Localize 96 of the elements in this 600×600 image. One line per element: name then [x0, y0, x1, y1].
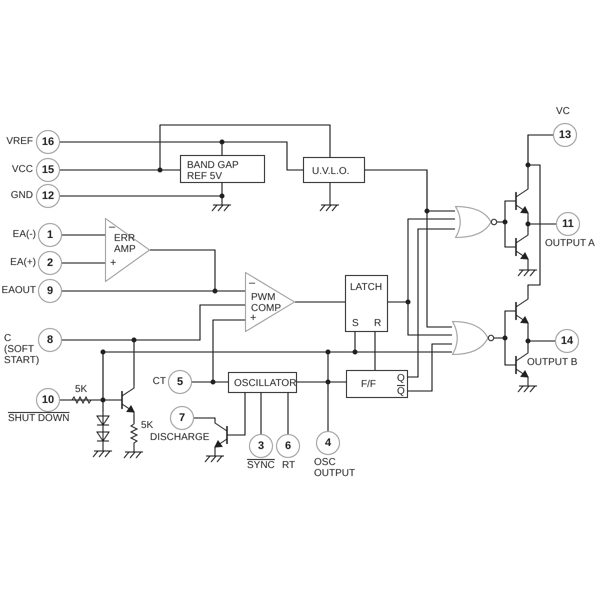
resistor-value: 5K: [75, 384, 88, 395]
wire: [62, 262, 105, 264]
pin-label: GND: [10, 190, 33, 201]
wire: [408, 343, 452, 392]
pin-circle: [555, 329, 579, 353]
input-sign: +: [250, 313, 256, 324]
pin-number: 2: [46, 258, 54, 269]
pin-circle: [36, 158, 60, 182]
pin-circle: [276, 434, 300, 458]
transistor-symbol: [116, 385, 134, 415]
pin-label: SYNC: [247, 460, 276, 471]
pin-circle: [168, 370, 192, 394]
wire: [133, 415, 135, 424]
wire: [60, 183, 223, 197]
wire: [527, 134, 553, 296]
pin-number: 13: [558, 130, 572, 141]
pin-label: EA(-): [12, 229, 36, 240]
pin-circle: [36, 184, 60, 208]
pin-label: SHUT DOWN: [8, 413, 70, 424]
pin-number: 8: [46, 335, 54, 346]
block-label: ERR AMP: [114, 233, 137, 255]
pin-label: DISCHARGE: [150, 432, 210, 443]
pin-circle: [170, 406, 194, 430]
transistor-symbol: [510, 186, 528, 216]
pin-number: 9: [46, 286, 54, 297]
pin-circle: [316, 431, 340, 455]
block-label: BAND GAP REF 5V: [187, 160, 240, 182]
pin-circle: [553, 123, 577, 147]
pin-circle: [38, 223, 62, 247]
input-sign: –: [109, 222, 116, 233]
pin-label: OUTPUT B: [527, 357, 578, 368]
pin-circle: [556, 212, 580, 236]
block-label: R: [374, 318, 382, 329]
pin-circle: [38, 279, 62, 303]
pin-circle: [38, 251, 62, 275]
pin-label: EA(+): [9, 257, 36, 268]
resistor-value: 5K: [141, 420, 154, 431]
block-label: LATCH: [350, 282, 382, 293]
pin-number: 14: [560, 336, 574, 347]
block-label: S: [352, 318, 359, 329]
pin-number: 7: [178, 413, 186, 424]
wire: [287, 393, 289, 434]
nor-gate-symbol: [455, 206, 497, 238]
pin-circle: [36, 130, 60, 154]
pin-number: 10: [40, 395, 56, 406]
wire: [194, 417, 216, 420]
pin-circle: [36, 388, 60, 412]
pin-circle: [249, 434, 273, 458]
pin-number: 12: [40, 191, 56, 202]
nor-gate-symbol: [452, 321, 494, 355]
amplifier-symbol: [245, 272, 295, 332]
block-box: [303, 157, 365, 183]
pin-label: OUTPUT A: [545, 238, 596, 249]
block-label: F/F: [361, 379, 376, 390]
pin-number: 16: [40, 137, 56, 148]
wire: [365, 169, 452, 328]
pin-number: 6: [284, 441, 292, 452]
amplifier-symbol: [105, 218, 150, 282]
pin-label: EAOUT: [0, 285, 36, 296]
pin-label: VC: [556, 106, 571, 117]
pin-label: CT: [152, 376, 166, 387]
pin-number: 3: [256, 441, 266, 452]
transistor-symbol: [510, 350, 528, 380]
pin-label: VREF: [5, 136, 33, 147]
pin-number: 11: [561, 219, 575, 230]
input-sign: –: [249, 278, 256, 289]
transistor-symbol: [510, 232, 528, 262]
pin-label: VCC: [10, 164, 33, 175]
diode-pair-symbol: [96, 412, 110, 448]
pin-label: OSC OUTPUT: [314, 457, 356, 479]
pin-number: 15: [40, 165, 56, 176]
block-label: Q: [397, 373, 405, 384]
transistor-symbol: [215, 420, 233, 450]
pin-number: 4: [324, 438, 332, 449]
pin-label: C (SOFT START): [4, 333, 38, 366]
block-box: [228, 372, 297, 393]
pin-label: RT: [282, 460, 296, 471]
block-label: PWM COMP: [251, 292, 282, 314]
transistor-symbol: [510, 296, 528, 326]
input-sign: +: [110, 258, 116, 269]
block-label: U.V.L.O.: [312, 166, 350, 177]
resistor-symbol: [129, 424, 139, 445]
block-box: [346, 370, 408, 398]
pin-number: 5: [176, 377, 184, 388]
block-box: [345, 275, 388, 332]
wire: [233, 393, 246, 436]
pin-number: 1: [46, 230, 54, 241]
pin-circle: [38, 328, 62, 352]
wire: [260, 393, 262, 434]
wire: [408, 228, 455, 378]
block-box: [180, 155, 265, 183]
block-label: Q: [397, 386, 405, 397]
block-label: OSCILLATOR: [234, 378, 296, 389]
wire: [62, 234, 105, 236]
wire: [295, 301, 345, 303]
wire: [374, 332, 376, 370]
